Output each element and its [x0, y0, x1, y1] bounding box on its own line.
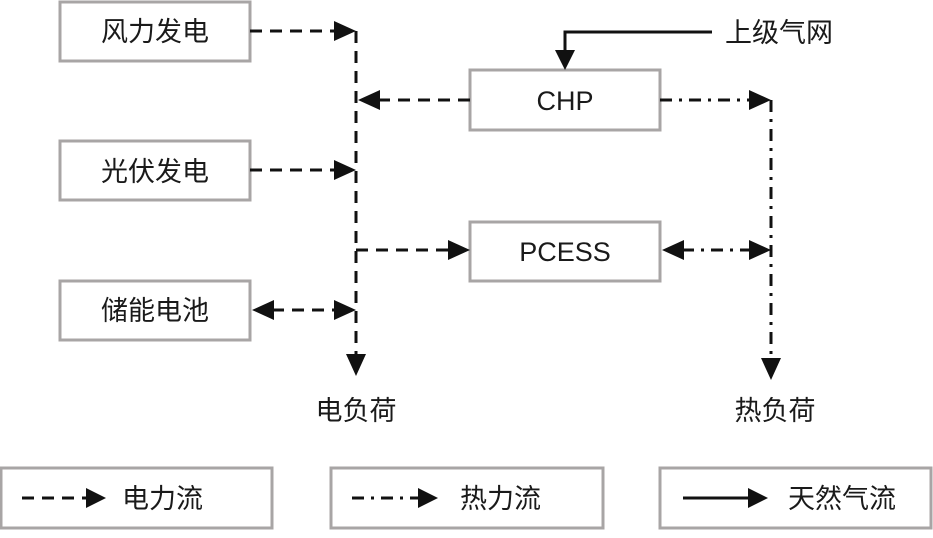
arrow-left-icon	[662, 240, 684, 260]
arrow-left-icon	[358, 90, 380, 110]
arrow-right-icon	[86, 488, 106, 508]
legend-heat: 热力流	[329, 466, 605, 530]
node-battery-label: 储能电池	[101, 296, 209, 327]
arrow-left-icon	[252, 300, 274, 320]
node-battery: 储能电池	[58, 279, 252, 342]
legend-gas: 天然气流	[658, 466, 933, 530]
node-pcess: PCESS	[468, 220, 662, 283]
arrow-right-icon	[748, 488, 768, 508]
arrow-right-icon	[334, 21, 356, 41]
heat-bus	[660, 90, 781, 380]
electric-bus	[250, 21, 470, 376]
legend-electric: 电力流	[0, 466, 274, 530]
node-chp-label: CHP	[536, 86, 593, 116]
node-pcess-label: PCESS	[519, 237, 611, 267]
node-wind-label: 风力发电	[101, 17, 209, 48]
node-pv-label: 光伏发电	[101, 157, 209, 188]
arrow-right-icon	[448, 240, 470, 260]
arrow-down-icon	[761, 358, 781, 380]
arrow-right-icon	[334, 300, 356, 320]
heat-load-label: 热负荷	[735, 396, 816, 427]
arrow-right-icon	[749, 90, 771, 110]
legend-gas-label: 天然气流	[788, 484, 896, 515]
electric-load-label: 电负荷	[316, 396, 397, 427]
arrow-right-icon	[418, 488, 438, 508]
node-wind: 风力发电	[58, 0, 252, 63]
arrow-down-icon	[555, 50, 575, 70]
legend-heat-label: 热力流	[460, 484, 541, 515]
arrow-right-icon	[334, 160, 356, 180]
node-pv: 光伏发电	[58, 139, 252, 202]
gas-grid-label: 上级气网	[725, 18, 833, 49]
arrow-right-icon	[749, 240, 771, 260]
legend-electric-label: 电力流	[122, 484, 203, 515]
arrow-down-icon	[346, 354, 366, 376]
gas-flow	[555, 30, 712, 70]
node-chp: CHP	[468, 68, 662, 132]
